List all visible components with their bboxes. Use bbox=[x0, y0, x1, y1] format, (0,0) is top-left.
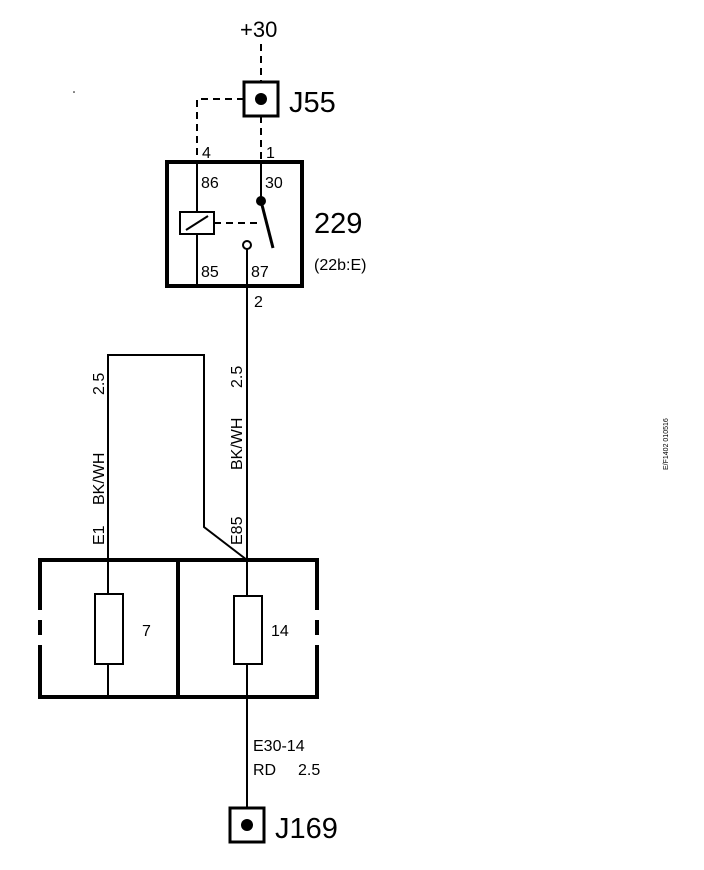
connector-j55: J55 bbox=[242, 80, 336, 119]
fuse-14-element bbox=[233, 595, 263, 665]
wire-j55-to-pin86 bbox=[196, 98, 244, 162]
relay-pin-87: 87 bbox=[251, 264, 269, 281]
fuse-14-label: 14 bbox=[271, 623, 289, 640]
connector-j55-dot bbox=[255, 93, 267, 105]
relay-229: 86 30 85 87 229 (22b:E) bbox=[165, 160, 366, 288]
wire-left-color: BK/WH bbox=[91, 453, 108, 505]
relay-reference: (22b:E) bbox=[314, 257, 366, 274]
connector-j169-label: J169 bbox=[275, 813, 338, 845]
wire-bottom-size: 2.5 bbox=[298, 762, 320, 779]
terminal-4: 4 bbox=[202, 145, 211, 162]
fuse-7-label: 7 bbox=[142, 623, 151, 640]
fuse-box: 7 14 bbox=[38, 558, 319, 699]
relay-switch-arm bbox=[259, 200, 275, 249]
relay-pin-86: 86 bbox=[201, 175, 219, 192]
relay-number: 229 bbox=[314, 208, 362, 240]
fuse-7-element bbox=[94, 593, 124, 665]
drawing-reference: E/F1402 010516 bbox=[663, 418, 670, 470]
connector-j55-label: J55 bbox=[289, 87, 336, 119]
wire-left-size: 2.5 bbox=[91, 373, 108, 395]
relay-box bbox=[165, 160, 304, 288]
supply-label: +30 bbox=[240, 17, 277, 42]
relay-pin-30: 30 bbox=[265, 175, 283, 192]
wire-bottom-id: E30-14 bbox=[253, 738, 305, 755]
wire-left-id: E1 bbox=[91, 525, 108, 545]
connector-j169-box bbox=[228, 806, 266, 844]
relay-contact-87 bbox=[242, 240, 252, 250]
wire-right-size: 2.5 bbox=[229, 366, 246, 388]
terminal-2: 2 bbox=[254, 294, 263, 311]
wire-right-color: BK/WH bbox=[229, 418, 246, 470]
connector-j169: J169 bbox=[228, 806, 338, 845]
terminal-1: 1 bbox=[266, 145, 275, 162]
relay-coil-slash bbox=[185, 215, 209, 231]
wire-label-left: E1 BK/WH 2.5 bbox=[91, 373, 108, 545]
wire-bottom-color: RD bbox=[253, 762, 276, 779]
wire-fuse7-to-junction bbox=[107, 354, 248, 561]
wire-right-id: E85 bbox=[229, 516, 246, 545]
scan-speck bbox=[73, 91, 75, 93]
wire-label-right: E85 BK/WH 2.5 bbox=[229, 366, 246, 545]
connector-j169-dot bbox=[241, 819, 253, 831]
relay-pin-85: 85 bbox=[201, 264, 219, 281]
